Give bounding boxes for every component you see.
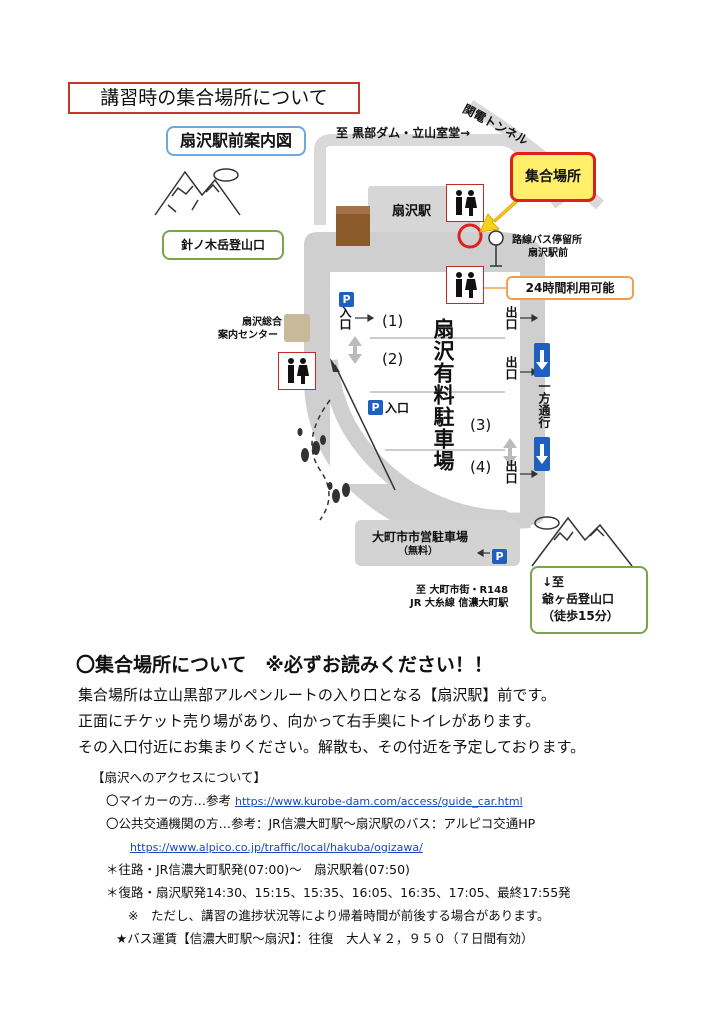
left-arrow-icon bbox=[476, 548, 490, 558]
public-access-label: 〇公共交通機関の方…参考：JR信濃大町駅～扇沢駅のバス：アルピコ交通HP bbox=[106, 816, 536, 831]
to-omachi-label-1: 至 大町市街・R148 bbox=[416, 585, 509, 596]
lower-road bbox=[322, 359, 531, 529]
station-map-title: 扇沢駅前案内図 bbox=[166, 126, 306, 156]
jiigatake-label-3: （徒歩15分） bbox=[542, 609, 619, 623]
toilet-icon bbox=[446, 184, 484, 222]
entrance-label: 入口 bbox=[338, 306, 352, 330]
footprint-icon bbox=[297, 428, 350, 503]
lot-4-label: (4) bbox=[470, 458, 492, 476]
car-access-label: 〇マイカーの方…参考 bbox=[106, 793, 232, 808]
bus-stop-icon bbox=[488, 230, 504, 267]
return-schedule: ＊復路・扇沢駅発14:30、15:15、15:35、16:05、16:35、17… bbox=[106, 885, 571, 900]
info-center-label-2: 案内センター bbox=[218, 330, 278, 341]
exit-arrow-icon bbox=[520, 313, 539, 479]
meeting-arrow bbox=[479, 198, 521, 233]
jiigatake-label-2: 爺ヶ岳登山口 bbox=[542, 592, 615, 606]
to-kurobe-label: 至 黒部ダム・立山室堂→ bbox=[336, 126, 471, 140]
entrance-label-2: 入口 bbox=[385, 401, 410, 415]
station-label: 扇沢駅 bbox=[392, 204, 432, 219]
parking-name-label: 扇沢有料駐車場 bbox=[431, 318, 455, 472]
info-center-label-1: 扇沢総合 bbox=[242, 317, 282, 328]
harinoki-label: 針ノ木岳登山口 bbox=[180, 238, 265, 252]
meeting-place-label: 集合場所 bbox=[510, 152, 596, 202]
notice-heading: 〇集合場所について ※必ずお読みください！！ bbox=[76, 654, 493, 676]
car-access-link[interactable]: https://www.kurobe-dam.com/access/guide_… bbox=[235, 795, 523, 808]
jiigatake-box: ↓至 爺ヶ岳登山口 （徒歩15分） bbox=[530, 566, 648, 634]
walking-path bbox=[311, 399, 331, 521]
harinoki-box: 針ノ木岳登山口 bbox=[162, 230, 284, 260]
parking-icon: P bbox=[368, 400, 383, 415]
exit-label-3: 出口 bbox=[504, 460, 518, 484]
notice-line-1: 集合場所は立山黒部アルペンルートの入り口となる【扇沢駅】前です。 bbox=[78, 686, 556, 704]
one-way-arrow-icon bbox=[534, 343, 550, 471]
toilet-icon bbox=[278, 352, 316, 390]
notice-line-2: 正面にチケット売り場があり、向かって右手奥にトイレがあります。 bbox=[78, 712, 541, 730]
toilet-icon bbox=[446, 266, 484, 304]
parking-icon: P bbox=[339, 288, 354, 307]
omachi-parking-area bbox=[355, 520, 520, 566]
omachi-free-label: （無料） bbox=[398, 546, 438, 557]
one-way-label: 一方通行 bbox=[537, 380, 551, 428]
station-map bbox=[154, 99, 633, 567]
road-arrow bbox=[334, 364, 396, 491]
brown-block-shade bbox=[336, 206, 370, 214]
lot-1-label: (1) bbox=[382, 312, 404, 330]
lot-3-label: (3) bbox=[470, 416, 492, 434]
public-access: https://www.alpico.co.jp/traffic/local/h… bbox=[130, 835, 423, 859]
road-arrow-head bbox=[330, 358, 340, 372]
access-heading: 【扇沢へのアクセスについて】 bbox=[92, 770, 267, 785]
schedule-note: ※ ただし、講習の進捗状況等により帰着時間が前後する場合があります。 bbox=[128, 908, 550, 923]
meeting-circle bbox=[457, 223, 483, 249]
jiigatake-label-1: ↓至 bbox=[542, 575, 565, 589]
to-omachi-label-2: JR 大糸線 信濃大町駅 bbox=[410, 598, 509, 609]
info-center-building bbox=[284, 314, 310, 342]
parking-entrance-2: P 入口 bbox=[368, 399, 409, 416]
exit-label-1: 出口 bbox=[504, 306, 518, 330]
mountain-icon bbox=[531, 516, 633, 567]
page-title: 講習時の集合場所について bbox=[68, 82, 360, 114]
exit-label-2: 出口 bbox=[504, 356, 518, 380]
open-24h-label: 24時間利用可能 bbox=[506, 276, 634, 300]
entrance-arrow-icon bbox=[355, 313, 375, 323]
upper-road bbox=[314, 134, 565, 225]
notice-line-3: その入口付近にお集まりください。解散も、その付近を予定しております。 bbox=[78, 738, 586, 756]
bus-stop-label-1: 路線バス停留所 bbox=[512, 235, 582, 246]
bus-fare: ★バス運賃【信濃大町駅～扇沢】：往復 大人￥２，９５０（７日間有効） bbox=[116, 931, 534, 946]
mountain-icon bbox=[154, 168, 241, 216]
public-access-link[interactable]: https://www.alpico.co.jp/traffic/local/h… bbox=[130, 841, 423, 854]
lot-2-label: (2) bbox=[382, 350, 404, 368]
parking-icon: P bbox=[492, 545, 507, 564]
outbound-schedule: ＊往路・JR信濃大町駅発(07:00)～ 扇沢駅着(07:50) bbox=[106, 862, 410, 877]
double-arrow-icon bbox=[348, 336, 517, 466]
bus-stop-label-2: 扇沢駅前 bbox=[528, 248, 568, 259]
car-access: 〇マイカーの方…参考 https://www.kurobe-dam.com/ac… bbox=[106, 789, 523, 813]
omachi-parking-label: 大町市市営駐車場 bbox=[372, 530, 469, 544]
